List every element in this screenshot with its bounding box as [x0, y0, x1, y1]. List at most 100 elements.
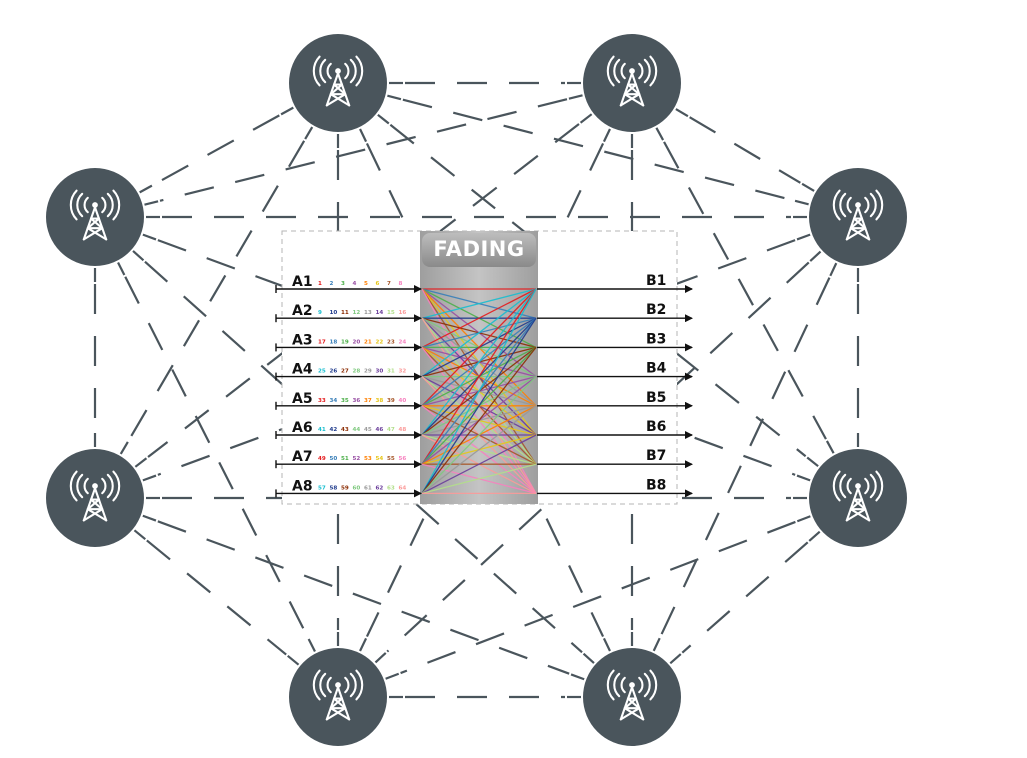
channel-path — [421, 405, 537, 494]
node-spoke — [829, 262, 838, 277]
node-spoke — [359, 128, 368, 143]
channel-number: 19 — [341, 339, 349, 345]
channel-number: 46 — [376, 427, 384, 433]
channel-number: 54 — [376, 456, 384, 462]
channel-number: 27 — [341, 369, 349, 375]
input-port-label: A6 — [292, 420, 313, 436]
input-port-label: A1 — [292, 274, 313, 290]
fading-header — [422, 233, 536, 267]
output-port-label: B3 — [646, 331, 666, 347]
node-spoke — [307, 638, 316, 652]
channel-number: 64 — [399, 485, 407, 491]
channel-number: 4 — [353, 281, 357, 287]
channel-number: 16 — [399, 310, 407, 316]
tower-nodes — [46, 34, 907, 746]
mesh-link — [146, 539, 287, 656]
output-port-label: B4 — [646, 361, 667, 377]
node-spoke — [117, 262, 126, 276]
node-spoke — [142, 514, 157, 522]
channel-path — [421, 288, 537, 436]
channel-number: 14 — [376, 310, 384, 316]
channel-path — [421, 376, 537, 494]
channel-number: 50 — [330, 456, 338, 462]
channel-number: 62 — [376, 485, 384, 491]
channel-number: 6 — [376, 281, 380, 287]
node-spoke — [359, 637, 368, 652]
node-spoke — [139, 184, 153, 194]
mesh-link — [689, 116, 801, 184]
tower-node-circle — [809, 168, 907, 266]
channel-number: 15 — [387, 310, 395, 316]
channel-number: 25 — [318, 369, 326, 375]
channel-number: 63 — [387, 485, 395, 491]
node-spoke — [280, 106, 294, 116]
channel-number: 42 — [330, 427, 338, 433]
node-spoke — [825, 440, 835, 454]
channel-matrix — [421, 288, 537, 495]
tower-6 — [809, 449, 907, 547]
mesh-link — [663, 141, 827, 440]
channel-path — [421, 346, 537, 494]
channel-number: 37 — [364, 398, 372, 404]
node-spoke — [374, 652, 387, 664]
node-spoke — [377, 113, 390, 125]
node-spoke — [142, 233, 157, 241]
input-port-label: A5 — [292, 391, 313, 407]
node-spoke — [806, 456, 819, 468]
channel-number: 2 — [330, 281, 334, 287]
node-spoke — [655, 127, 665, 141]
channel-number: 61 — [364, 485, 372, 491]
node-spoke — [675, 108, 689, 118]
tower-5 — [46, 449, 144, 547]
channel-path — [421, 288, 537, 407]
tower-node-circle — [583, 648, 681, 746]
channel-path — [421, 288, 537, 465]
node-spoke — [387, 94, 402, 101]
channel-number: 23 — [387, 339, 395, 345]
tower-1 — [289, 34, 387, 132]
mesh-link — [159, 98, 568, 202]
input-port-label: A7 — [292, 449, 313, 465]
channel-number: 58 — [330, 485, 338, 491]
input-port-label: A2 — [292, 303, 313, 319]
node-spoke — [796, 474, 811, 482]
output-port-label: B5 — [646, 390, 666, 406]
tower-node-circle — [46, 449, 144, 547]
channel-number: 31 — [387, 369, 395, 375]
channel-path — [421, 288, 537, 378]
output-port-label: B6 — [646, 419, 666, 435]
channel-number: 48 — [399, 427, 407, 433]
node-spoke — [579, 113, 593, 124]
channel-number: 51 — [341, 456, 349, 462]
channel-path — [421, 288, 537, 319]
node-spoke — [568, 94, 583, 100]
channel-number: 53 — [364, 456, 372, 462]
tower-node-circle — [289, 648, 387, 746]
node-spoke — [385, 672, 400, 680]
output-port-label: B7 — [646, 448, 666, 464]
input-port-label: A3 — [292, 332, 313, 348]
mesh-link — [124, 276, 309, 638]
channel-number: 49 — [318, 456, 326, 462]
mesh-link — [400, 520, 796, 675]
tower-node-circle — [809, 449, 907, 547]
channel-number: 9 — [318, 310, 322, 316]
channel-number: 45 — [364, 427, 372, 433]
node-spoke — [801, 182, 815, 192]
channel-number: 38 — [376, 398, 384, 404]
tower-node-circle — [46, 168, 144, 266]
channel-number: 52 — [353, 456, 361, 462]
tower-2 — [583, 34, 681, 132]
channel-path — [421, 463, 537, 495]
channel-number: 34 — [330, 398, 338, 404]
channel-number: 5 — [364, 281, 368, 287]
mesh-link — [157, 520, 570, 675]
channel-number: 59 — [341, 485, 349, 491]
channel-path — [421, 288, 537, 494]
channel-number: 12 — [353, 310, 361, 316]
channel-number: 35 — [341, 398, 349, 404]
